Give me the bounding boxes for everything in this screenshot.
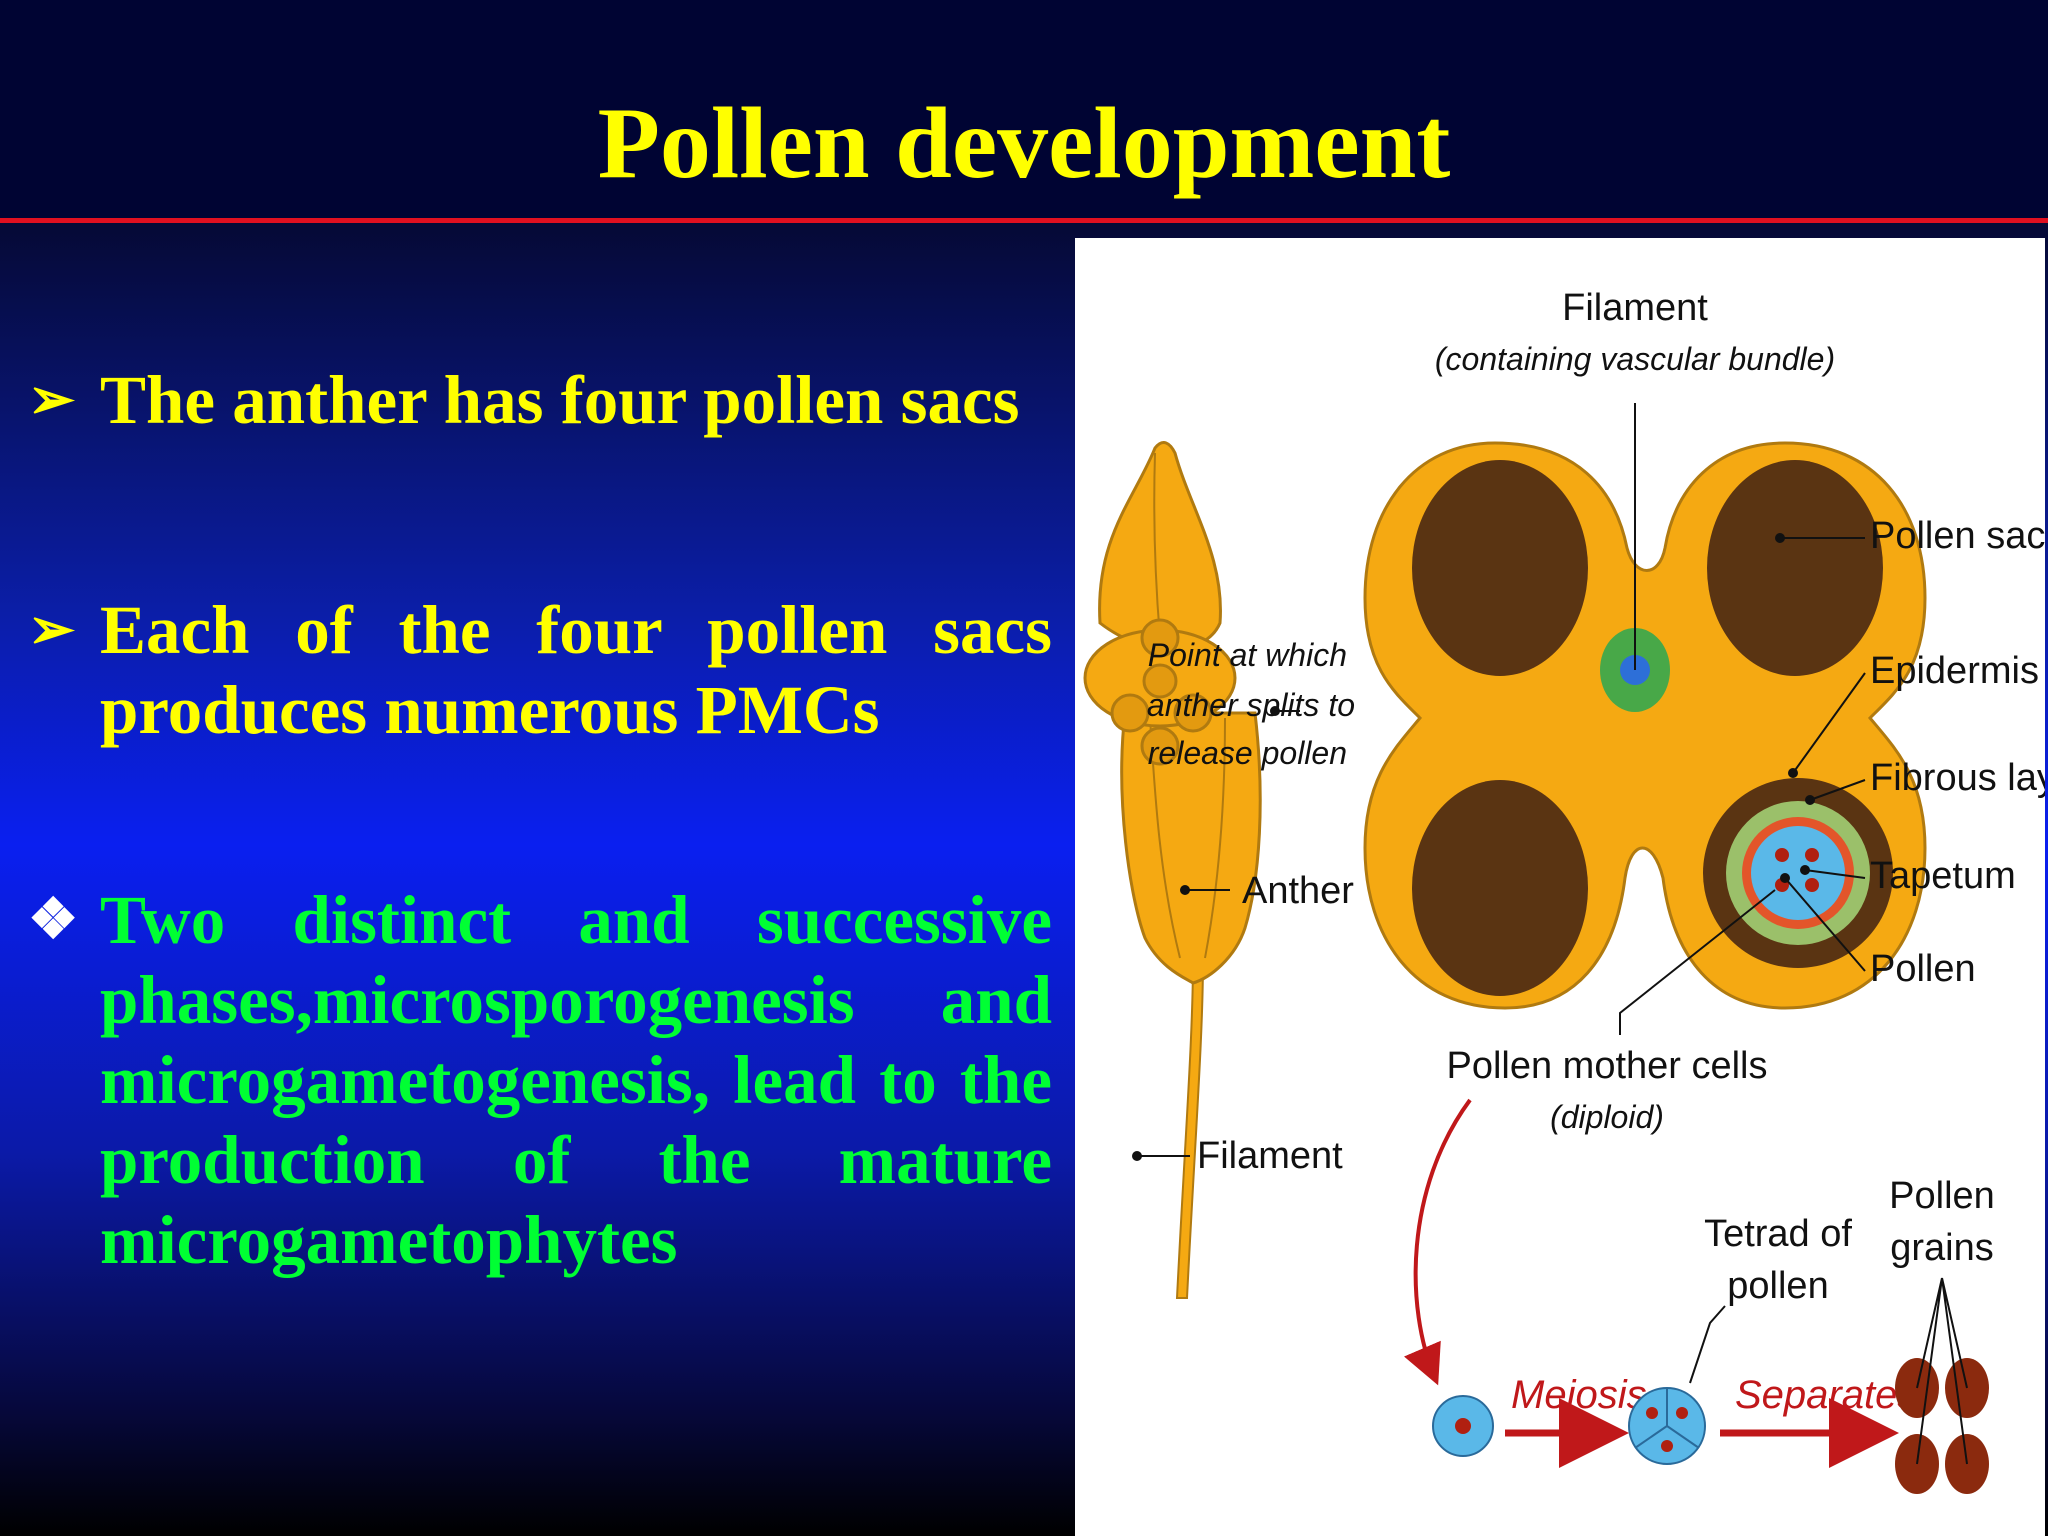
grains-label-line2: grains bbox=[1890, 1227, 1994, 1269]
anther-diagram-svg: Filament (containing vascular bundle) Po… bbox=[1083, 287, 2045, 1494]
separates-label: Separates bbox=[1735, 1373, 1917, 1417]
pmc-label: Pollen mother cells bbox=[1446, 1045, 1767, 1087]
meiosis-sequence: Meiosis Separates bbox=[1404, 1098, 1989, 1494]
pmc-sub-label: (diploid) bbox=[1550, 1099, 1664, 1135]
bullet-item: ➢ Each of the four pollen sacs produces … bbox=[28, 590, 1052, 750]
arrow-bullet-icon: ➢ bbox=[28, 599, 75, 661]
bullet-text: The anther has four pollen sacs bbox=[100, 362, 1020, 438]
bullet-item: ❖ Two distinct and successive phases,mic… bbox=[28, 880, 1052, 1280]
bullet-text: Each of the four pollen sacs produces nu… bbox=[100, 592, 1052, 748]
leader-lines bbox=[1132, 403, 1866, 1161]
bullet-list: ➢ The anther has four pollen sacs ➢ Each… bbox=[28, 360, 1052, 1280]
filament-label: Filament bbox=[1562, 287, 1708, 329]
pollen-label: Pollen bbox=[1870, 948, 1976, 990]
bullet-item: ➢ The anther has four pollen sacs bbox=[28, 360, 1052, 440]
fibrous-layer-label: Fibrous layer bbox=[1870, 757, 2045, 799]
title-bar bbox=[0, 0, 2048, 218]
stamen-drawing bbox=[1083, 441, 1262, 1299]
tetrad-label-line1: Tetrad of bbox=[1704, 1213, 1852, 1255]
tapetum-label: Tapetum bbox=[1870, 855, 2016, 897]
anther-label: Anther bbox=[1242, 870, 1354, 912]
split-label-line3: release pollen bbox=[1148, 735, 1347, 771]
meiosis-label: Meiosis bbox=[1511, 1373, 1647, 1417]
split-label-line1: Point at which bbox=[1148, 637, 1347, 673]
pollen-sac-label: Pollen sac bbox=[1870, 515, 2045, 557]
filament-side-label: Filament bbox=[1197, 1135, 1343, 1177]
anther-cross-section bbox=[1363, 441, 1927, 1010]
arrow-bullet-icon: ➢ bbox=[28, 369, 75, 431]
slide-title: Pollen development bbox=[597, 87, 1451, 200]
title-divider bbox=[0, 218, 2048, 223]
split-label-line2: anther splits to bbox=[1147, 687, 1355, 723]
diamond-bullet-icon: ❖ bbox=[28, 889, 79, 951]
anther-diagram: Filament (containing vascular bundle) Po… bbox=[1075, 238, 2045, 1536]
bullet-text: Two distinct and successive phases,micro… bbox=[100, 882, 1052, 1278]
epidermis-label: Epidermis bbox=[1870, 650, 2039, 692]
tetrad-label-line2: pollen bbox=[1727, 1265, 1828, 1307]
filament-sub-label: (containing vascular bundle) bbox=[1435, 341, 1835, 377]
grains-label-line1: Pollen bbox=[1889, 1175, 1995, 1217]
